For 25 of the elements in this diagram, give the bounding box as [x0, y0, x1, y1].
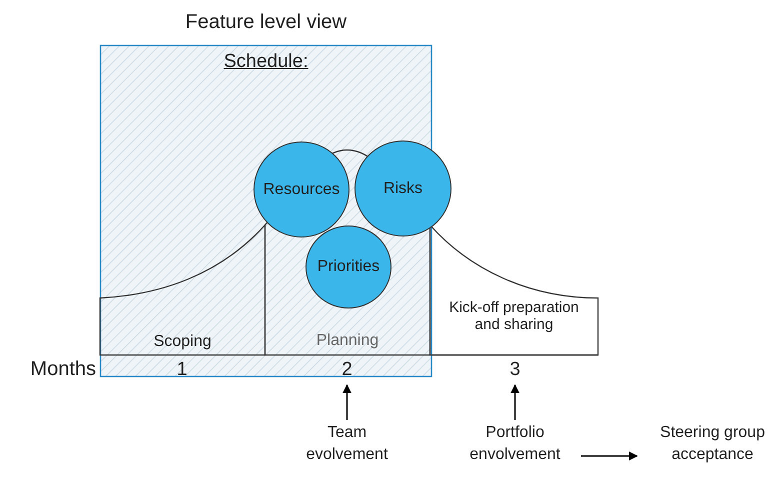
arrow [581, 452, 638, 460]
factor-circle [305, 225, 392, 309]
schedule-frame [100, 45, 432, 377]
phase-label: Scoping [152, 332, 212, 352]
arrow [342, 384, 352, 420]
note-text: Portfolio envolvement [468, 423, 562, 465]
tick-label: 1 [176, 358, 188, 382]
circle-label: Priorities [316, 257, 381, 277]
note-text: Steering group acceptance [659, 423, 766, 465]
phase-label: Planning [315, 331, 380, 351]
undefined: 3 [508, 358, 522, 382]
axis-label: Months [29, 357, 96, 382]
note-text: Team evolvement [305, 423, 389, 465]
phase-region [100, 225, 265, 355]
arrow [510, 384, 520, 420]
phase-label: Kick-off preparation and sharing [449, 299, 579, 333]
phase-region [430, 225, 598, 355]
circle-label: Risks [382, 178, 424, 198]
title: Feature level view [184, 10, 348, 34]
factor-circle [253, 141, 350, 238]
circle-label: Resources [262, 180, 341, 200]
undefined: 2 [340, 358, 354, 382]
factor-circle [354, 140, 452, 237]
frame-heading: Schedule: [222, 50, 310, 74]
phase-region [265, 150, 430, 355]
